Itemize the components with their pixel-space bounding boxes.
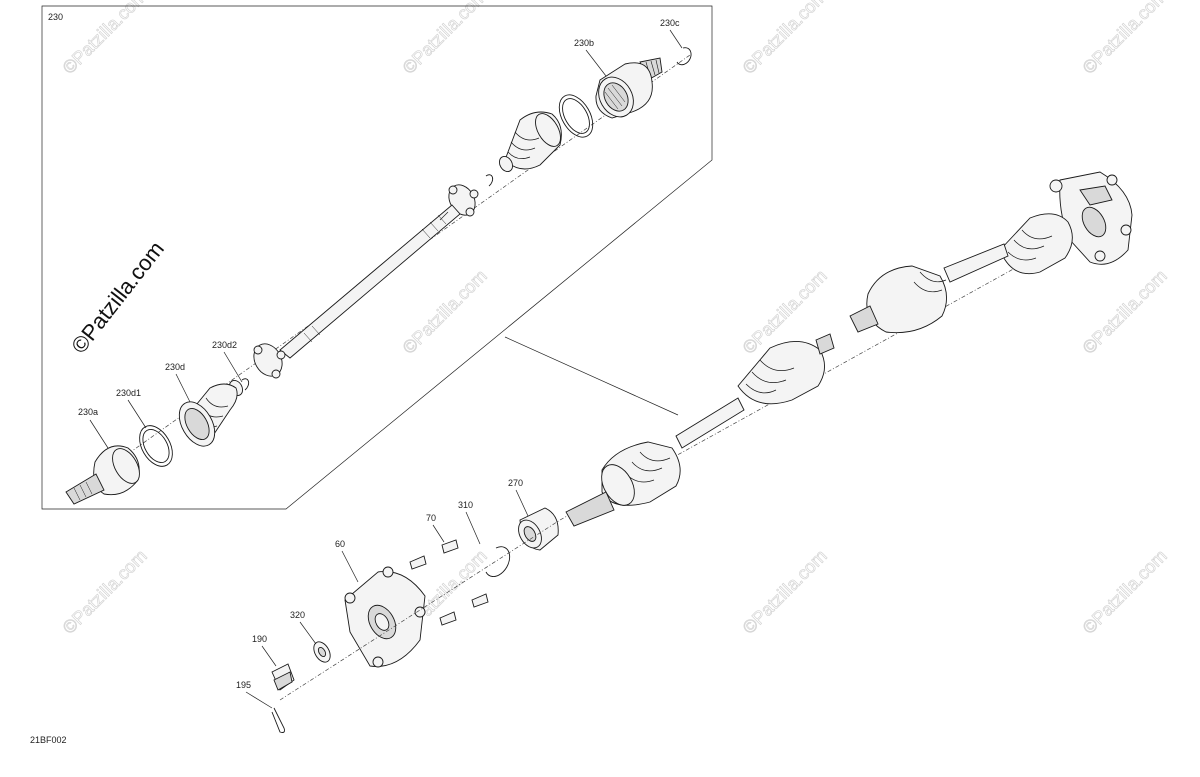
clamp-ring [558, 94, 594, 138]
watermark: ©Patzilla.com [399, 266, 491, 358]
inset-label: 230 [48, 12, 63, 22]
watermark: ©Patzilla.com [59, 546, 151, 638]
outer-boot [498, 111, 562, 172]
bearing-270 [518, 507, 559, 551]
callouts: 230c 230b 230d2 230d 230d1 230a 270 310 … [78, 18, 683, 709]
outer-cv-joint-230b [595, 57, 663, 119]
washer-320 [313, 641, 331, 663]
clamp-230d1 [139, 425, 173, 467]
boot-center [737, 333, 835, 405]
callout-230d1: 230d1 [116, 388, 141, 398]
callout-70: 70 [426, 513, 436, 523]
drawing-code: 21BF002 [30, 735, 67, 745]
main-assembly [271, 171, 1133, 733]
boot-lower [565, 441, 681, 527]
watermark: ©Patzilla.com [739, 546, 831, 638]
callout-195: 195 [236, 680, 251, 690]
watermark: ©Patzilla.com [739, 0, 831, 78]
callout-190: 190 [252, 634, 267, 644]
hub-60 [344, 566, 426, 668]
drive-shaft [279, 204, 461, 359]
boot-upper-right [999, 213, 1073, 275]
circlip-310 [485, 546, 511, 577]
carrier-upper [1049, 171, 1133, 265]
callout-230b: 230b [574, 38, 594, 48]
watermark: ©Patzilla.com [59, 0, 151, 78]
tripod-upper [448, 184, 479, 217]
housing-right [849, 265, 947, 334]
watermark: ©Patzilla.com [1079, 546, 1171, 638]
cotter-pin-195 [271, 707, 285, 733]
callout-230d2: 230d2 [212, 340, 237, 350]
callout-320: 320 [290, 610, 305, 620]
nut-190 [271, 663, 295, 691]
callout-230d: 230d [165, 362, 185, 372]
inset-frame: 230 [41, 5, 713, 510]
tripod-lower [253, 343, 286, 379]
callout-230c: 230c [660, 18, 680, 28]
watermark-main: ©Patzilla.com [66, 236, 169, 358]
watermark: ©Patzilla.com [399, 0, 491, 78]
inset-parts [65, 47, 692, 505]
circlip-230c [676, 47, 692, 66]
watermark: ©Patzilla.com [1079, 0, 1171, 78]
callout-310: 310 [458, 500, 473, 510]
callout-230a: 230a [78, 407, 98, 417]
inner-boot-230d [178, 380, 244, 447]
watermark: ©Patzilla.com [1079, 266, 1171, 358]
bolts-70 [409, 539, 489, 626]
inner-cv-housing-230a [65, 445, 140, 505]
callout-60: 60 [335, 539, 345, 549]
callout-270: 270 [508, 478, 523, 488]
